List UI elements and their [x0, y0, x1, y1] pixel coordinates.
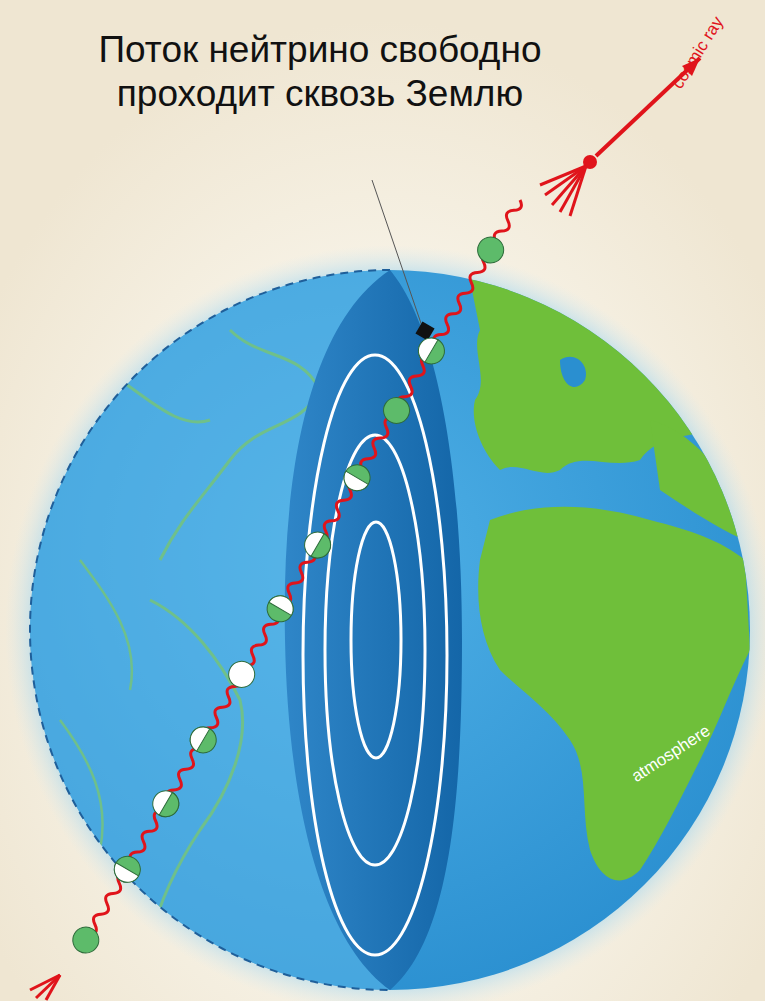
diagram-title: Поток нейтрино свободно проходит сквозь …	[40, 28, 600, 117]
